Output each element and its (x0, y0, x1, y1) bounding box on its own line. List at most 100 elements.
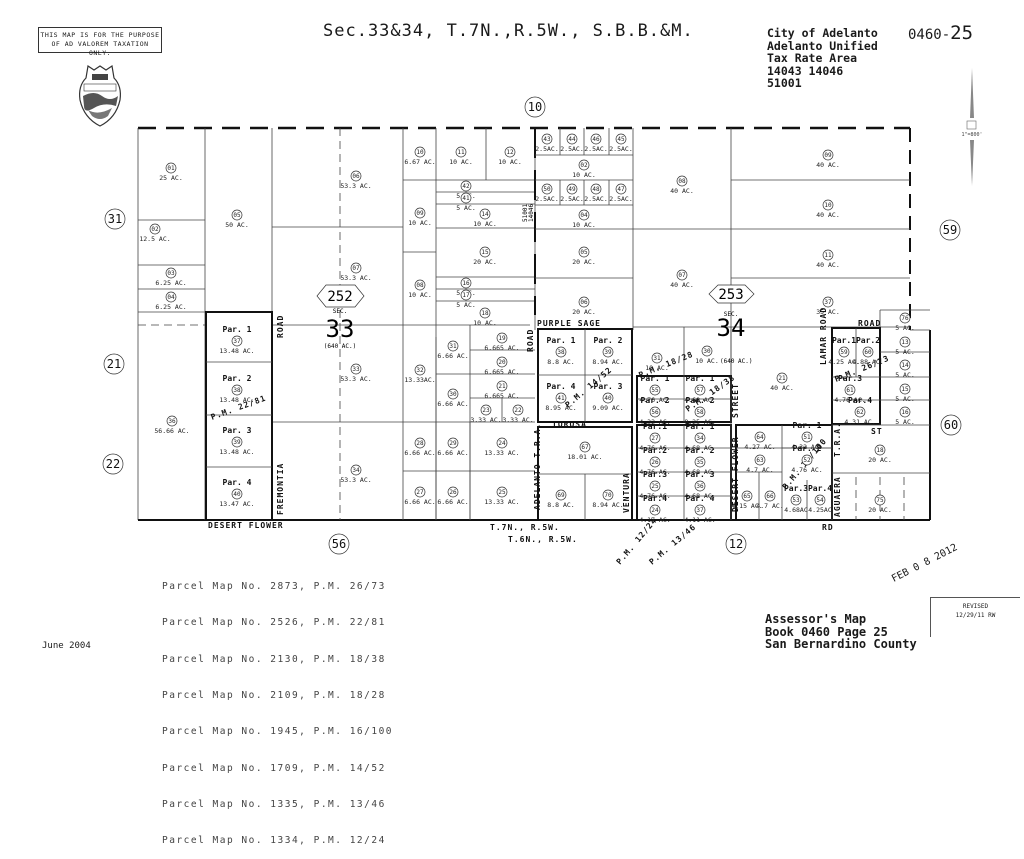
parcel-45[interactable]: 452.5AC. (609, 133, 633, 153)
parcel-26[interactable]: 266.66 AC. (437, 486, 469, 506)
parcel-70[interactable]: 708.94 AC. (592, 489, 624, 509)
parcel-50[interactable]: 502.5AC. (535, 183, 559, 203)
parcel-65[interactable]: 654.15 AC. (731, 490, 763, 510)
parcel-30[interactable]: 306.66 AC. (437, 388, 469, 408)
parcel-23[interactable]: 233.33 AC. (470, 404, 502, 424)
parcel-10[interactable]: 106.67 AC. (404, 146, 436, 166)
parcel-15[interactable]: 155 AC. (895, 383, 915, 403)
parcel-66[interactable]: 664.7 AC. (756, 490, 784, 510)
parcel-04[interactable]: 046.25 AC. (155, 291, 187, 311)
adjacent-page-56[interactable]: 56 (328, 533, 350, 555)
parcel-44[interactable]: 442.5AC. (560, 133, 584, 153)
adjacent-page-22[interactable]: 22 (102, 453, 124, 475)
adjacent-page-10[interactable]: 10 (524, 96, 546, 118)
parcel-03[interactable]: 036.25 AC. (155, 267, 187, 287)
parcel-76[interactable]: 765 AC. (895, 312, 915, 332)
parcel-43[interactable]: 432.5AC. (535, 133, 559, 153)
adjacent-page-60[interactable]: 60 (940, 414, 962, 436)
parcel-46[interactable]: 462.5AC. (584, 133, 608, 153)
parcel-13[interactable]: 135 AC. (895, 336, 915, 356)
parcel-27[interactable]: 276.66 AC. (404, 486, 436, 506)
parcel-28[interactable]: 286.66 AC. (404, 437, 436, 457)
adjacent-page-21[interactable]: 21 (103, 353, 125, 375)
parcel-47[interactable]: 472.5AC. (609, 183, 633, 203)
parcel-14[interactable]: 145 AC. (895, 359, 915, 379)
adjacent-page-59[interactable]: 59 (939, 219, 961, 241)
parcel-22[interactable]: 223.33 AC. (502, 404, 534, 424)
parcel-16[interactable]: 165 AC. (895, 406, 915, 426)
adjacent-page-12[interactable]: 12 (725, 533, 747, 555)
parcel-17[interactable]: 175 AC. (456, 289, 476, 309)
parcel-21[interactable]: 216.665 AC. (484, 380, 520, 400)
parcel-49[interactable]: 492.5AC. (560, 183, 584, 203)
parcel-31[interactable]: 316.66 AC. (437, 340, 469, 360)
parcel-48[interactable]: 482.5AC. (584, 183, 608, 203)
parcel-41[interactable]: 415 AC. (456, 192, 476, 212)
parcel-20[interactable]: 206.665 AC. (484, 356, 520, 376)
parcel-69[interactable]: 698.8 AC. (547, 489, 575, 509)
adjacent-page-31[interactable]: 31 (104, 208, 126, 230)
